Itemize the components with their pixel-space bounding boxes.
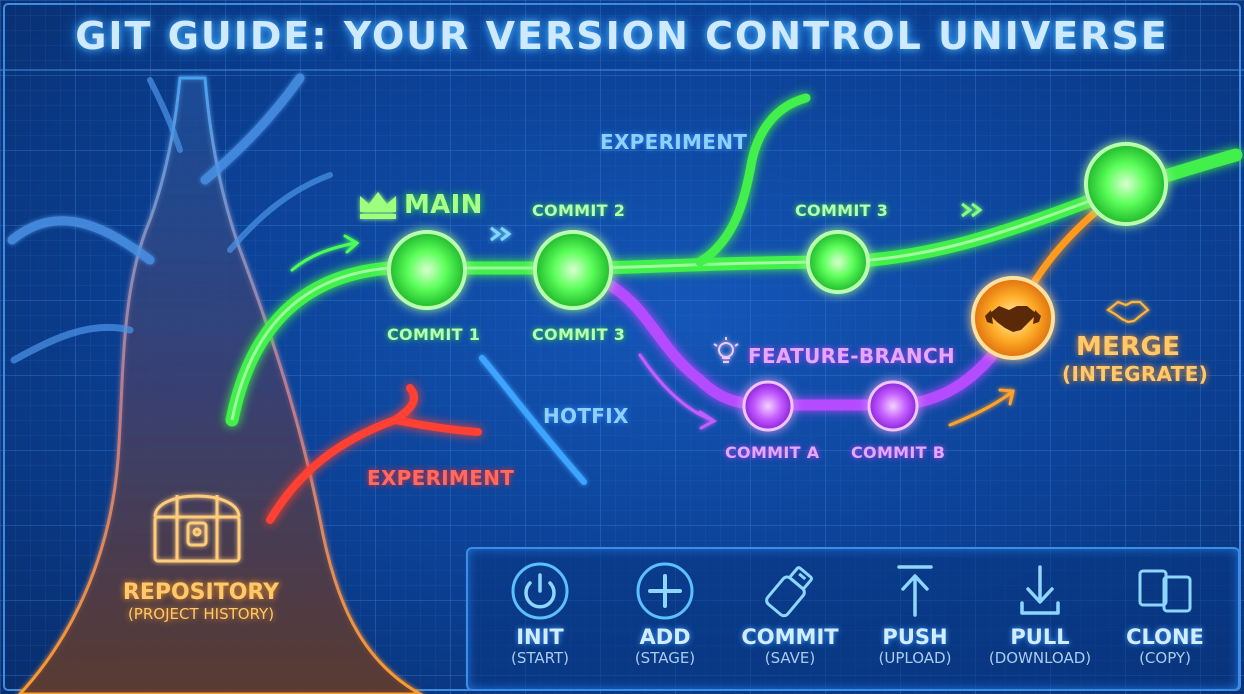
commit-3-lower-label: COMMIT 3 (532, 325, 626, 344)
command-commit[interactable]: COMMIT (SAVE) (730, 561, 850, 667)
arrow-feature (638, 353, 717, 430)
commit-2-label: COMMIT 2 (532, 201, 626, 220)
merge-sub-label: (INTEGRATE) (1062, 362, 1209, 386)
command-add-name: ADD (639, 625, 691, 649)
command-add[interactable]: ADD (STAGE) (605, 561, 725, 667)
command-init[interactable]: INIT (START) (480, 561, 600, 667)
command-push-name: PUSH (882, 625, 948, 649)
command-init-sub: (START) (511, 649, 569, 667)
hotfix-branch (479, 355, 587, 485)
command-push-sub: (UPLOAD) (878, 649, 952, 667)
upload-arrow-icon (897, 565, 933, 617)
commit-node-a[interactable] (742, 380, 794, 432)
chevrons-right (961, 202, 983, 218)
usb-drive-icon (765, 566, 814, 618)
repository-block: REPOSITORY (PROJECT HISTORY) (106, 580, 296, 623)
power-icon (511, 562, 569, 620)
feature-branch-line (604, 279, 1016, 411)
repository-sub-label: (PROJECT HISTORY) (127, 605, 275, 623)
commands-panel: INIT (START) ADD (STAGE) COMMIT (SAVE) (466, 547, 1240, 691)
chevrons-left (490, 226, 512, 242)
treasure-chest-icon (153, 494, 241, 563)
tree-trunk (7, 73, 424, 694)
commit-node-3-upper[interactable] (806, 230, 870, 294)
experiment-branch-red (266, 384, 482, 524)
commit-1-label: COMMIT 1 (387, 325, 481, 344)
command-commit-sub: (SAVE) (764, 649, 816, 667)
experiment-branch-green (695, 93, 811, 267)
commit-a-label: COMMIT A (725, 443, 820, 462)
experiment-bottom-label: EXPERIMENT (367, 466, 515, 490)
arrow-merge (948, 388, 1015, 427)
commit-node-1[interactable] (387, 230, 467, 310)
command-add-sub: (STAGE) (634, 649, 696, 667)
command-pull-sub: (DOWNLOAD) (988, 649, 1092, 667)
crown-icon (360, 192, 396, 219)
commit-node-b[interactable] (867, 380, 919, 432)
commit-b-label: COMMIT B (851, 443, 946, 462)
plus-icon (636, 562, 694, 620)
commit-node-2[interactable] (533, 230, 613, 310)
commit-3-upper-label: COMMIT 3 (795, 201, 889, 220)
experiment-top-label: EXPERIMENT (600, 130, 748, 154)
hotfix-label: HOTFIX (543, 404, 629, 428)
merge-label: MERGE (1076, 332, 1181, 362)
repository-label: REPOSITORY (122, 580, 280, 605)
command-commit-name: COMMIT (741, 625, 839, 649)
arrow-main (290, 234, 360, 272)
main-branch-label: MAIN (404, 190, 483, 220)
lightbulb-icon (713, 337, 739, 363)
handshake-icon (985, 306, 1041, 332)
download-arrow-icon (1020, 565, 1060, 615)
command-push[interactable]: PUSH (UPLOAD) (855, 561, 975, 667)
handshake-small-icon (1106, 300, 1150, 324)
page-title: GIT GUIDE: YOUR VERSION CONTROL UNIVERSE (75, 14, 1169, 58)
command-clone-name: CLONE (1126, 625, 1204, 649)
command-clone[interactable]: CLONE (COPY) (1105, 561, 1225, 667)
command-init-name: INIT (516, 625, 564, 649)
commit-node-final[interactable] (1084, 142, 1168, 226)
command-clone-sub: (COPY) (1139, 649, 1191, 667)
command-pull[interactable]: PULL (DOWNLOAD) (980, 561, 1100, 667)
command-pull-name: PULL (1010, 625, 1070, 649)
feature-branch-label: FEATURE-BRANCH (748, 344, 955, 368)
copy-icon (1138, 569, 1192, 613)
